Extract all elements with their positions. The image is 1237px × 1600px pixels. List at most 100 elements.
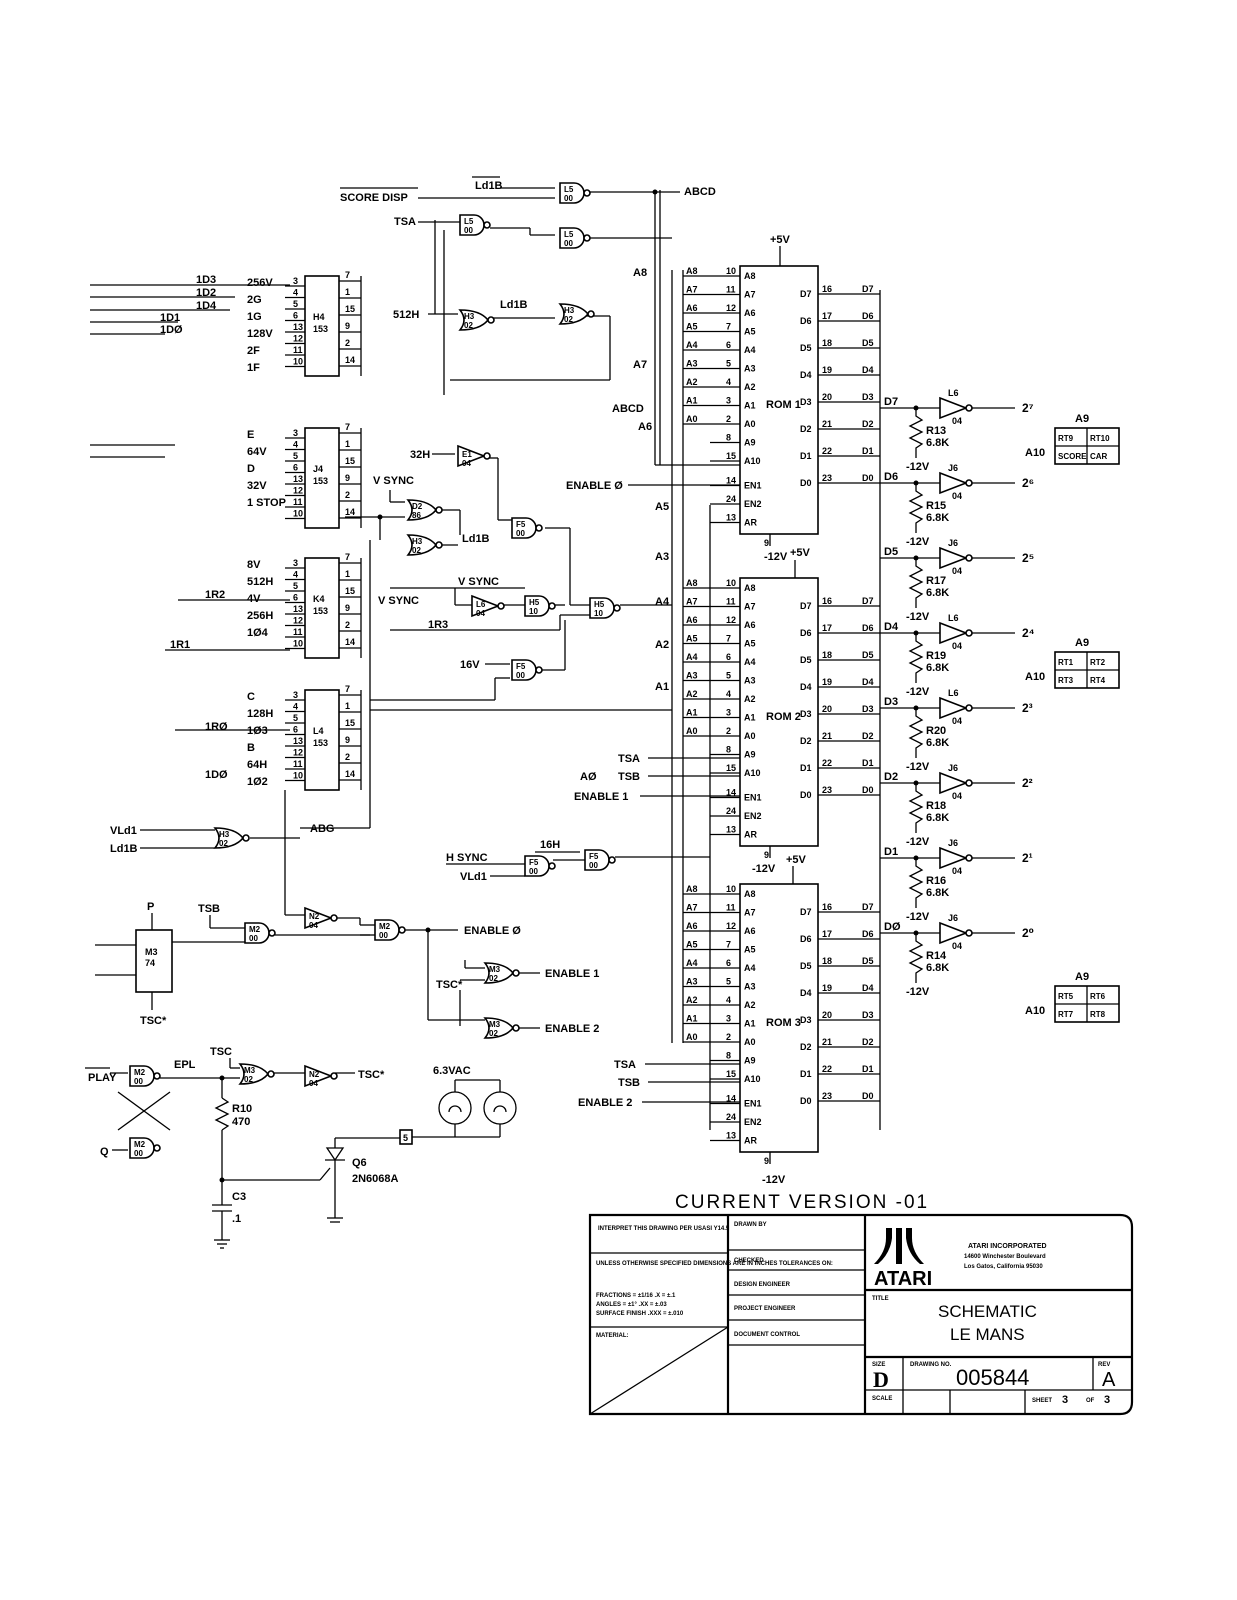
rom-output-pin: 16 — [822, 596, 832, 606]
rom-output-label: D4 — [800, 370, 812, 380]
gate-id: F5 — [589, 852, 599, 861]
tb-title-line2: LE MANS — [950, 1325, 1025, 1344]
tb-design-engineer: DESIGN ENGINEER — [734, 1282, 791, 1288]
gate-id: N2 — [309, 1070, 320, 1079]
rom-input-label: A5 — [744, 639, 756, 649]
gate-type: 00 — [516, 529, 525, 538]
mux-out-pin: 9 — [345, 603, 350, 613]
gate-type: 02 — [219, 839, 228, 848]
mux-out-pin: 9 — [345, 735, 350, 745]
gate-id: M3 — [489, 1020, 501, 1029]
rom-output-label: D0 — [800, 478, 812, 488]
rom-bus-label: A6 — [686, 303, 698, 313]
mux-out-pin: 1 — [345, 287, 350, 297]
signal-enable2: ENABLE 2 — [545, 1023, 599, 1035]
rom-output-label: D3 — [800, 397, 812, 407]
rom-name: ROM 2 — [766, 711, 801, 723]
vac-label: 6.3VAC — [433, 1065, 471, 1077]
gate-id: H3 — [464, 312, 475, 321]
mux-in-pin: 10 — [293, 357, 303, 367]
rom-output-label: D2 — [800, 424, 812, 434]
tb-surface: SURFACE FINISH .XXX = ±.010 — [596, 1311, 684, 1317]
version-note: CURRENT VERSION -01 — [675, 1192, 929, 1213]
driver-gate-type: 04 — [952, 416, 962, 426]
gate-type: 00 — [249, 934, 258, 943]
tb-of: 3 — [1104, 1394, 1110, 1406]
rom-input-label: A3 — [744, 982, 756, 992]
rom-body — [739, 265, 819, 535]
driver-resistor-value: 6.8K — [926, 887, 949, 899]
driver-resistor-value: 6.8K — [926, 662, 949, 674]
gate-type: 00 — [564, 239, 573, 248]
driver-input-label: D3 — [884, 696, 898, 708]
atari-logo: ATARI — [874, 1228, 932, 1290]
rom-output-label: D1 — [800, 451, 812, 461]
mux-body — [304, 275, 340, 377]
rom-bus-label: A1 — [686, 396, 698, 406]
rom-input-label: A7 — [744, 602, 756, 612]
mux-input-label: 8V — [247, 559, 261, 571]
rom-output-label: D1 — [800, 763, 812, 773]
rom-bus-label: A7 — [686, 597, 698, 607]
rom-output-bus-label: D0 — [862, 1091, 874, 1101]
rom-bus-label: A5 — [686, 940, 698, 950]
rom-output-label: D5 — [800, 343, 812, 353]
gate-type: 00 — [379, 931, 388, 940]
rom-output-label: D0 — [800, 1096, 812, 1106]
gate-type: 02 — [244, 1075, 253, 1084]
rom-input-pin: 6 — [726, 652, 731, 662]
rom-input-label: EN2 — [744, 811, 762, 821]
mux-out-pin: 14 — [345, 507, 355, 517]
signal-ld1b-b: Ld1B — [500, 299, 528, 311]
rom-output-label: D6 — [800, 934, 812, 944]
rom-output-pin: 22 — [822, 758, 832, 768]
rom-chip-3: ROM 3A810A8A711A7A612A6A57A5A46A4A35A3A2… — [683, 883, 880, 1166]
gate-type: 02 — [489, 1029, 498, 1038]
rom-input-label: A10 — [744, 768, 761, 778]
gate-type: 02 — [564, 315, 573, 324]
gate-id: F5 — [529, 858, 539, 867]
rom-table-cell: RT3 — [1058, 676, 1074, 685]
gate-id: H3 — [412, 537, 423, 546]
gate-type: 00 — [529, 867, 538, 876]
tb-unless: UNLESS OTHERWISE SPECIFIED DIMENSIONS AR… — [596, 1261, 833, 1267]
rom-name: ROM 3 — [766, 1017, 801, 1029]
rom-bus-label: A3 — [686, 977, 698, 987]
mux-out-pin: 1 — [345, 439, 350, 449]
rom-input-label: A2 — [744, 1000, 756, 1010]
rom-input-label: A3 — [744, 676, 756, 686]
rom-output-bus-label: D6 — [862, 929, 874, 939]
rom-input-label: A6 — [744, 308, 756, 318]
tb-company: ATARI INCORPORATED — [968, 1243, 1047, 1250]
signal-tsb: TSB — [198, 903, 220, 915]
rom-bus-label: A5 — [686, 634, 698, 644]
rom-input-pin: 12 — [726, 921, 736, 931]
bus-tap-abcd: ABCD — [612, 403, 644, 415]
driver-output-label: 2² — [1022, 776, 1033, 790]
rom-output-pin: 20 — [822, 1010, 832, 1020]
c3-label: C3 — [232, 1191, 246, 1203]
driver-gate-type: 04 — [952, 716, 962, 726]
gate-id: E1 — [462, 450, 472, 459]
rom-input-pin: 13 — [726, 513, 736, 523]
rom-input-pin: 6 — [726, 958, 731, 968]
rom2-plus5v: +5V — [790, 547, 811, 559]
tb-material: MATERIAL: — [596, 1333, 629, 1339]
rom-input-label: A2 — [744, 382, 756, 392]
signal-16h: 16H — [540, 839, 560, 851]
mux-input-label: B — [247, 742, 255, 754]
driver-minus12v: -12V — [906, 461, 930, 473]
signal-hsync: H SYNC — [446, 852, 488, 864]
mux-in-pin: 4 — [293, 440, 298, 450]
q6-type: 2N6068A — [352, 1173, 399, 1185]
